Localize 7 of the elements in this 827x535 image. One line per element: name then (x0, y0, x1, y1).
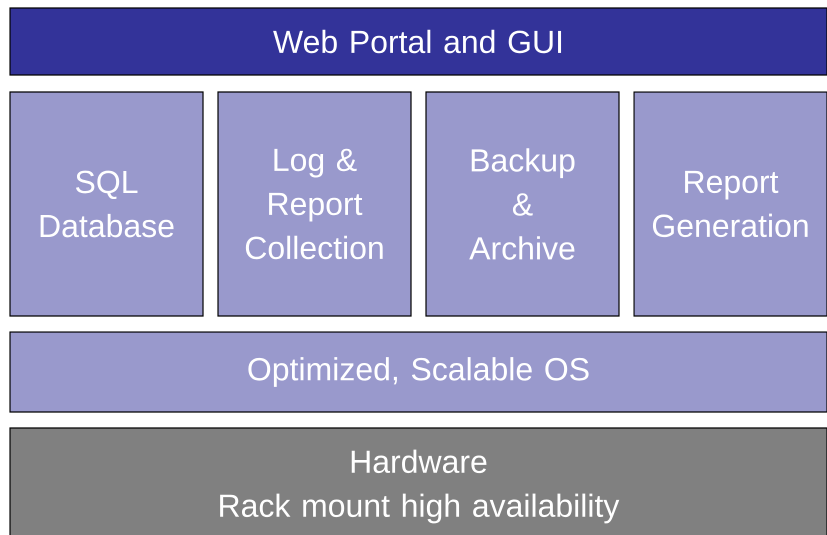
layer-box: Backup & Archive (425, 91, 620, 317)
layer-box: Optimized, Scalable OS (9, 331, 827, 413)
layer-box: Log & Report Collection (217, 91, 412, 317)
layer-box: Report Generation (633, 91, 827, 317)
header-bar: Web Portal and GUI (9, 7, 827, 76)
layer-box: SQL Database (9, 91, 204, 317)
hardware-bar: Hardware Rack mount high availability (9, 427, 827, 535)
